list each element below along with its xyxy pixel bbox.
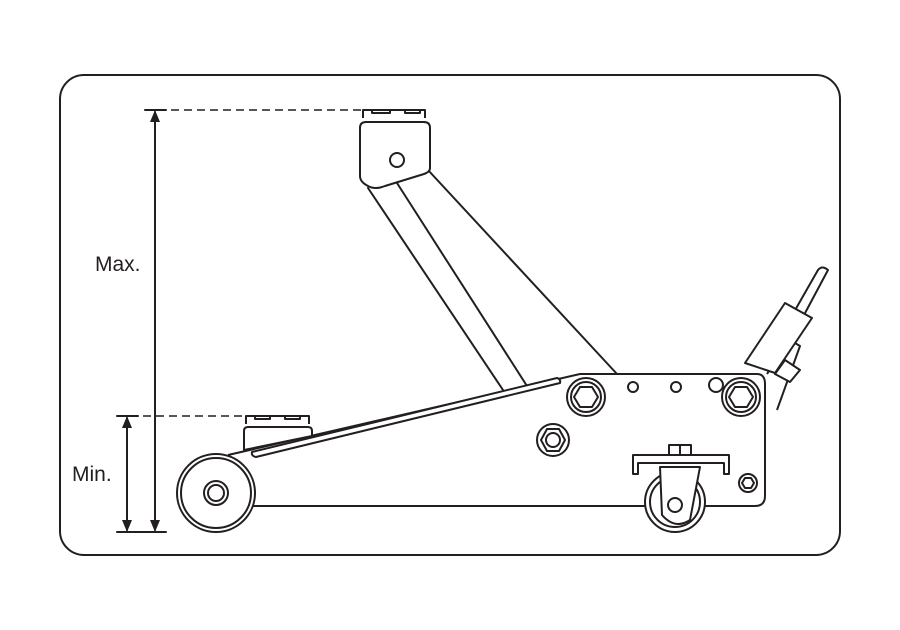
small-bolt [738, 473, 758, 493]
saddle-lowered [243, 415, 313, 451]
hole [627, 381, 639, 393]
min-dimension [116, 415, 242, 533]
max-label: Max. [95, 253, 141, 276]
lever-bar [250, 377, 562, 458]
hole [708, 377, 724, 393]
min-label: Min. [72, 463, 112, 486]
front-wheel [176, 453, 256, 533]
lift-arm [367, 169, 618, 391]
max-dimension [144, 109, 362, 532]
nut [536, 423, 570, 457]
bolt-left [566, 377, 606, 417]
saddle-raised [359, 109, 431, 189]
hole [670, 381, 682, 393]
bolt-right [721, 377, 761, 417]
frame-border [59, 74, 841, 556]
pump-handle [744, 266, 829, 411]
caster-wheel [632, 444, 730, 533]
chassis [227, 373, 766, 507]
